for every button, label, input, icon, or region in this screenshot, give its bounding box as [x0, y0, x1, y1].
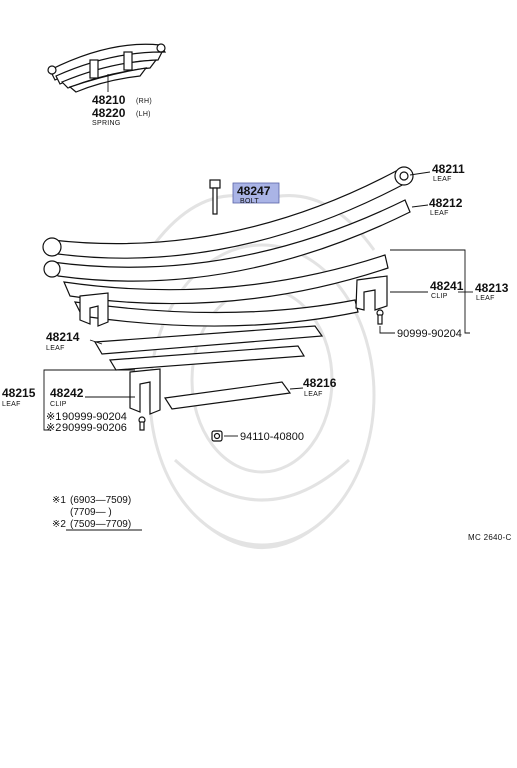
leaf-48213-name: LEAF: [476, 295, 495, 302]
clip-48241-name: CLIP: [431, 293, 448, 300]
diagram-code: MC 2640-C: [468, 533, 512, 542]
leaf-48211-number[interactable]: 48211: [432, 162, 465, 176]
rivet-left-icon[interactable]: [138, 416, 146, 431]
note-3-range: (7509—7709): [70, 519, 131, 530]
note-2-range: (7709— ): [70, 507, 112, 518]
clip-48242-number[interactable]: 48242: [50, 386, 84, 400]
clip-front-icon[interactable]: [79, 292, 109, 327]
clip-48241-number[interactable]: 48241: [430, 279, 464, 293]
nut-94110-number[interactable]: 94110-40800: [240, 431, 304, 443]
note-3-mark: ※2: [52, 519, 66, 530]
leaf-48216-name: LEAF: [304, 391, 323, 398]
rivet-left-2-number[interactable]: 90999-90206: [62, 422, 127, 434]
spring-name: SPRING: [92, 120, 121, 127]
bolt-48247-icon[interactable]: [209, 179, 221, 215]
bolt-48247-number[interactable]: 48247: [237, 184, 271, 198]
note-1-range: (6903—7509): [70, 495, 131, 506]
leaf-48212-name: LEAF: [430, 210, 449, 217]
leaf-48213-number[interactable]: 48213: [475, 281, 509, 295]
leaf-48215[interactable]: [108, 345, 306, 371]
clip-48241-icon[interactable]: [355, 275, 388, 311]
spring-rh-suffix: (RH): [136, 98, 152, 105]
bolt-48247-name: BOLT: [240, 198, 259, 205]
spring-rh-number[interactable]: 48210: [92, 93, 126, 107]
rivet-left-2-mark: ※2: [46, 422, 61, 434]
leaf-48214[interactable]: [73, 299, 359, 355]
bolt-highlight-box[interactable]: [232, 182, 280, 204]
rivet-right-icon[interactable]: [376, 309, 384, 325]
clip-48242-name: CLIP: [50, 401, 67, 408]
leaf-48215-number[interactable]: 48215: [2, 386, 36, 400]
leaf-48212-number[interactable]: 48212: [429, 196, 463, 210]
spring-lh-suffix: (LH): [136, 111, 151, 118]
leaf-48214-number[interactable]: 48214: [46, 330, 80, 344]
rivet-left-1-number[interactable]: 90999-90204: [62, 411, 127, 423]
leaf-48216[interactable]: [163, 381, 292, 410]
leaf-48211-name: LEAF: [433, 176, 452, 183]
spring-lh-number[interactable]: 48220: [92, 106, 126, 120]
rivet-left-1-mark: ※1: [46, 411, 61, 423]
leaf-48212[interactable]: [43, 199, 411, 282]
leaf-48214-name: LEAF: [46, 345, 65, 352]
spring-assembly-icon[interactable]: [47, 43, 167, 93]
leaf-48216-number[interactable]: 48216: [303, 376, 337, 390]
clip-48242-icon[interactable]: [129, 368, 161, 415]
leaf-48215-name: LEAF: [2, 401, 21, 408]
leaf-48213[interactable]: [63, 254, 389, 305]
rivet-right-number[interactable]: 90999-90204: [397, 328, 462, 340]
leaf-48211[interactable]: [42, 166, 414, 259]
note-1-mark: ※1: [52, 495, 66, 506]
nut-94110-icon[interactable]: [211, 430, 223, 442]
